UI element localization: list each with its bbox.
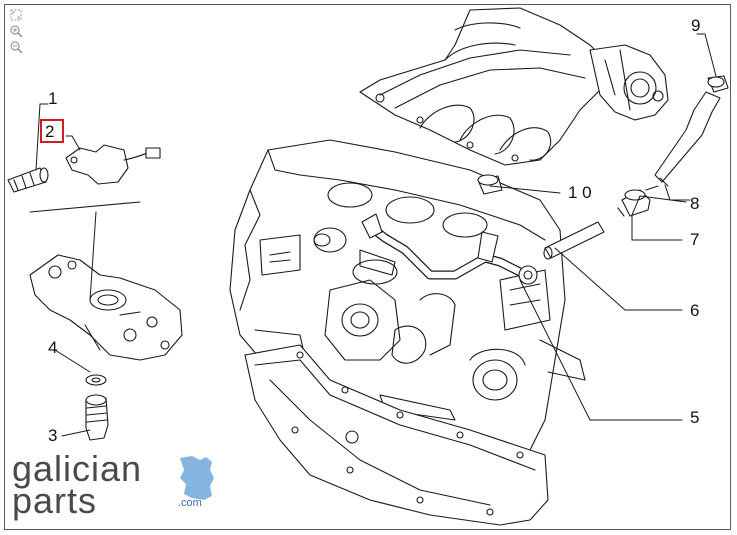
logo-word-1: galician — [12, 448, 143, 489]
galicia-map-icon — [180, 456, 214, 500]
plug-part-10 — [477, 174, 503, 195]
callout-label-4[interactable]: 4 — [48, 338, 57, 357]
callout-label-5[interactable]: 5 — [690, 408, 699, 427]
zoom-out-icon[interactable] — [9, 40, 23, 54]
thermostat-housing — [29, 201, 183, 361]
callout-label-3[interactable]: 3 — [48, 426, 57, 445]
oil-pan — [244, 344, 549, 526]
water-pipe-part-5 — [361, 213, 538, 285]
callout-label-2[interactable]: 2 — [45, 122, 54, 141]
callout-label-7[interactable]: 7 — [690, 230, 699, 249]
logo-word-2: parts — [12, 480, 98, 521]
viewer-toolbar — [9, 8, 23, 54]
plug-part-3 — [85, 394, 109, 441]
sensor-part-2 — [65, 144, 161, 185]
callout-label-1[interactable]: 1 — [48, 89, 57, 108]
intake-manifold — [359, 7, 606, 166]
callout-label-8[interactable]: 8 — [690, 194, 699, 213]
leader-lines — [35, 33, 717, 437]
logo-domain-suffix: .com — [178, 497, 202, 509]
brand-logo: galician parts .com — [12, 448, 217, 521]
hose-part-8 — [654, 91, 721, 187]
washer-part-4 — [85, 374, 107, 386]
cap-part-9 — [707, 75, 729, 93]
callout-label-6[interactable]: 6 — [690, 301, 699, 320]
callout-label-9[interactable]: 9 — [691, 16, 700, 35]
callout-highlight-box — [40, 119, 64, 143]
sensor-part-1 — [7, 167, 49, 193]
callout-label-10[interactable]: 1 0 — [568, 183, 592, 202]
zoom-in-icon[interactable] — [9, 24, 23, 38]
fit-page-icon[interactable] — [9, 8, 23, 22]
hose-part-6 — [543, 221, 605, 260]
throttle-body — [589, 44, 669, 121]
